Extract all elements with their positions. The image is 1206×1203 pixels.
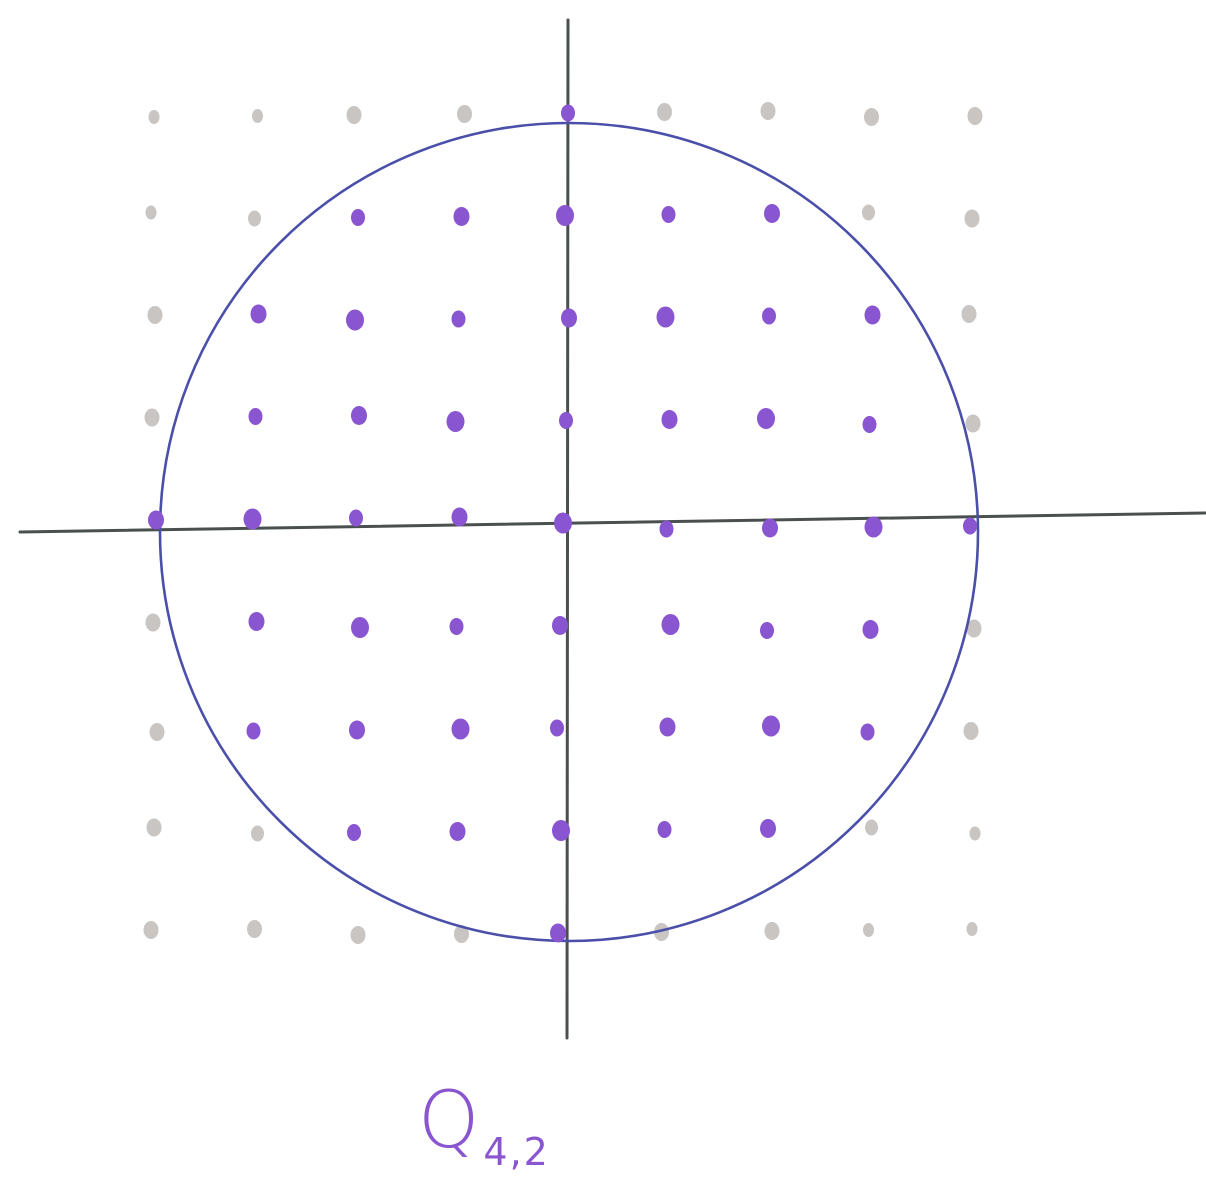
lattice-point-inside (561, 308, 577, 328)
lattice-point-inside (559, 412, 573, 429)
lattice-point-inside (762, 307, 776, 325)
lattice-point-outside (964, 209, 980, 228)
lattice-point-inside (760, 622, 774, 639)
lattice-point-outside (247, 920, 262, 938)
lattice-point-inside (864, 305, 881, 325)
lattice-point-outside (862, 204, 875, 221)
lattice-point-inside (556, 205, 574, 226)
lattice-point-outside (149, 723, 165, 741)
lattice-point-inside (351, 406, 367, 425)
lattice-point-outside (145, 613, 161, 632)
lattice-point-outside (251, 825, 264, 842)
lattice-point-outside (963, 722, 979, 740)
lattice-point-inside (449, 618, 464, 635)
lattice-point-inside (451, 507, 468, 527)
lattice-point-inside (764, 204, 780, 223)
lattice-point-inside (351, 617, 369, 638)
lattice-point-inside (762, 518, 778, 538)
lattice-point-outside (654, 923, 669, 941)
lattice-point-inside (862, 416, 877, 433)
lattice-point-inside (561, 104, 575, 122)
lattice-point-inside (554, 512, 572, 534)
lattice-point-inside (661, 614, 680, 635)
lattice-point-outside (148, 110, 160, 124)
lattice-point-inside (248, 612, 265, 631)
lattice-point-outside (961, 305, 977, 323)
lattice-point-outside (346, 106, 362, 124)
lattice-point-inside (657, 821, 672, 838)
lattice-point-outside (252, 109, 263, 123)
lattice-point-inside (757, 408, 775, 429)
lattice-point-inside (552, 616, 568, 635)
lattice-point-inside (351, 209, 365, 226)
boundary-circle (158, 121, 980, 943)
lattice-point-outside (146, 818, 162, 837)
lattice-point-inside (446, 411, 465, 432)
x-axis (18, 511, 1206, 534)
lattice-point-outside (863, 923, 874, 937)
lattice-point-outside (248, 210, 261, 227)
lattice-point-outside (865, 819, 878, 836)
lattice-point-inside (661, 410, 678, 429)
lattice-point-outside (966, 922, 978, 936)
lattice-point-inside (347, 824, 361, 841)
lattice-point-inside (451, 310, 466, 328)
lattice-point-inside (148, 510, 164, 530)
lattice-point-inside (550, 923, 566, 943)
caption-main: Q (418, 1076, 480, 1166)
lattice-point-outside (454, 925, 469, 943)
lattice-point-inside (349, 509, 363, 527)
lattice-point-outside (967, 107, 983, 125)
lattice-point-inside (250, 304, 267, 324)
lattice-point-inside (659, 520, 674, 538)
lattice-point-outside (864, 108, 879, 126)
caption-subscript: 4,2 (483, 1130, 550, 1174)
lattice-point-inside (661, 206, 676, 223)
lattice-point-inside (550, 719, 564, 737)
lattice-point-outside (969, 826, 981, 841)
lattice-point-outside (965, 414, 981, 433)
lattice-point-outside (143, 921, 159, 939)
lattice-point-inside (762, 715, 780, 737)
lattice-point-outside (350, 926, 366, 944)
outside-points-group (143, 102, 983, 944)
lattice-point-outside (145, 205, 157, 220)
lattice-point-inside (860, 723, 875, 741)
lattice-point-inside (248, 408, 263, 425)
lattice-point-outside (966, 619, 982, 638)
lattice-point-inside (552, 820, 570, 841)
lattice-point-inside (659, 717, 676, 737)
lattice-point-inside (453, 207, 470, 226)
lattice-point-inside (346, 309, 364, 331)
lattice-point-inside (862, 620, 879, 639)
lattice-point-inside (243, 508, 262, 530)
lattice-point-inside (451, 718, 470, 740)
lattice-point-outside (147, 306, 163, 324)
lattice-point-outside (144, 408, 160, 427)
lattice-point-inside (656, 306, 675, 328)
lattice-point-outside (760, 102, 776, 120)
lattice-point-inside (449, 822, 466, 841)
lattice-point-inside (864, 516, 883, 538)
lattice-point-inside (760, 819, 776, 838)
inside-points-group (148, 104, 977, 943)
lattice-point-outside (657, 103, 672, 121)
lattice-point-inside (963, 517, 977, 535)
lattice-point-outside (457, 105, 472, 123)
lattice-point-inside (246, 722, 261, 740)
lattice-point-outside (764, 922, 780, 940)
lattice-point-inside (349, 720, 365, 740)
